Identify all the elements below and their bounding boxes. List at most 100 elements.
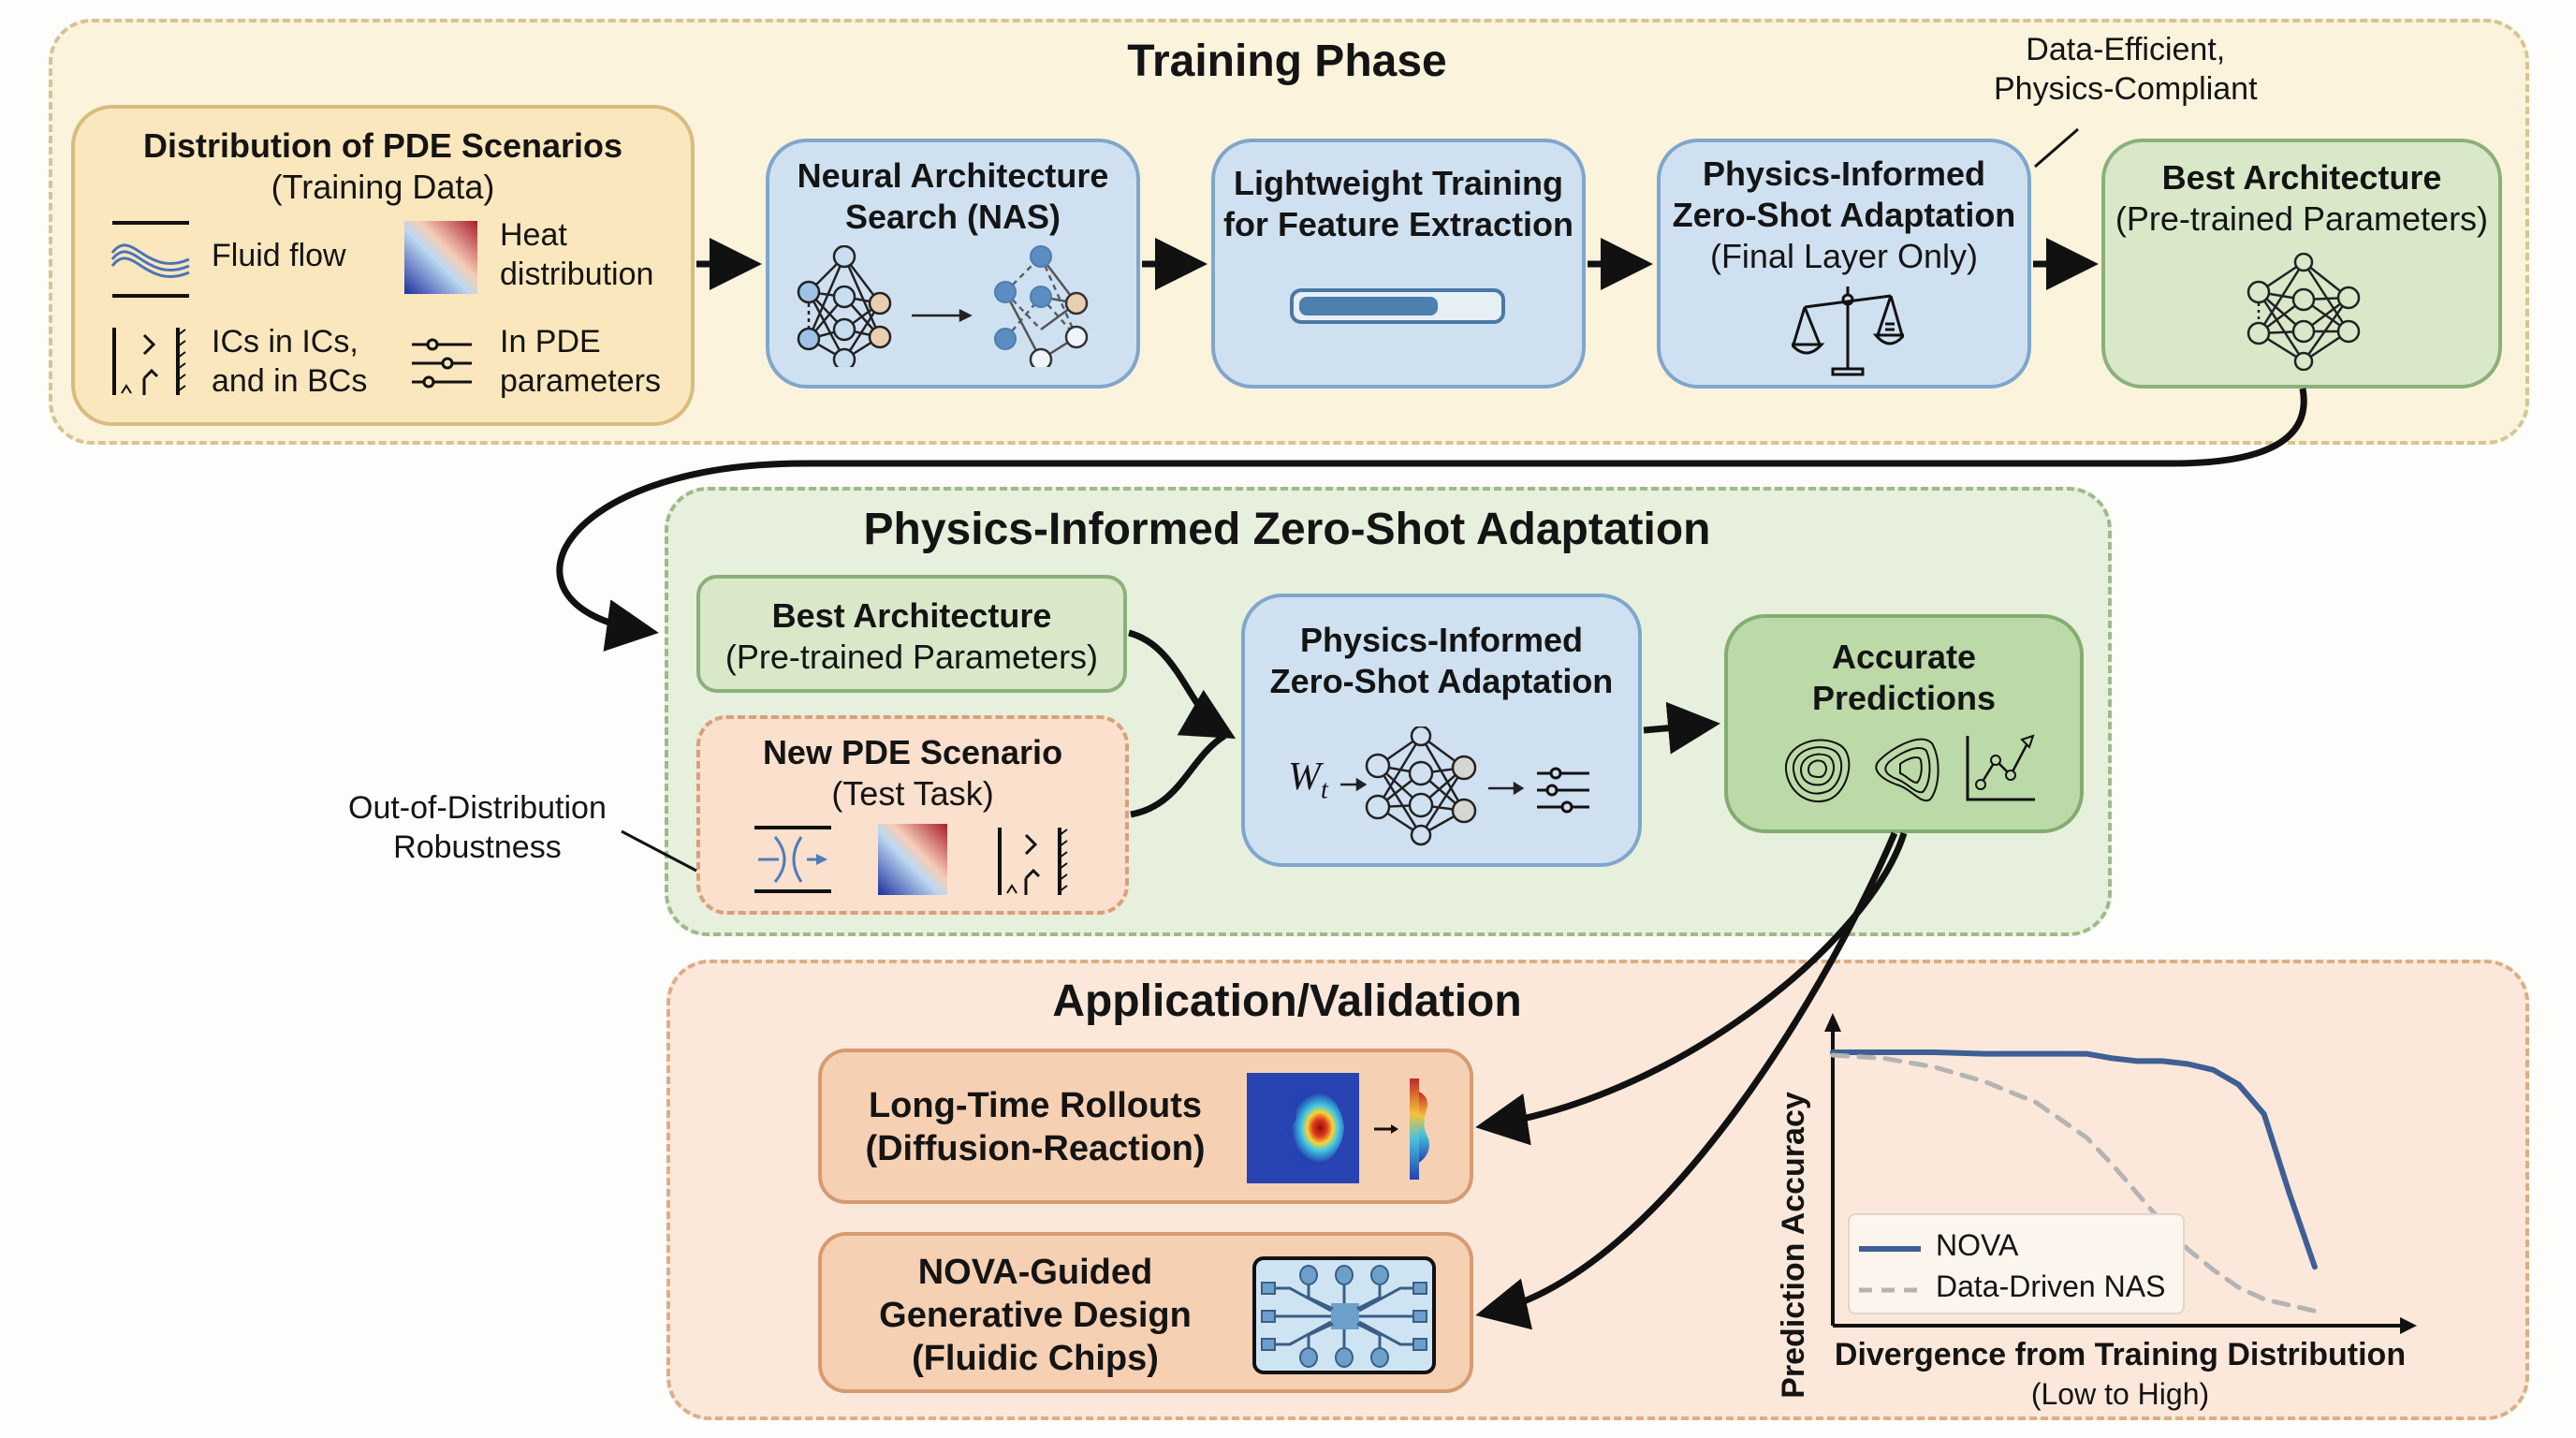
- chart-x-axis-label: Divergence from Training Distribution: [1835, 1337, 2406, 1372]
- physics-informed-adaptation-box[interactable]: Physics-Informed Zero-Shot Adaptation (F…: [1657, 139, 2031, 389]
- legend-label-data-driven-nas: Data-Driven NAS: [1936, 1269, 2166, 1303]
- design-title-line-3: (Fluidic Chips): [912, 1339, 1159, 1378]
- network-pruning-icon: [797, 245, 1089, 367]
- fluid-flow-icon: [110, 221, 190, 298]
- pizsa-title-line-2: Zero-Shot Adaptation: [1672, 196, 2016, 234]
- adaptation-network-icon: [1340, 726, 1589, 846]
- ics-label-line-1: ICs in ICs,: [212, 324, 359, 360]
- annotation-leader-ood: [621, 829, 697, 873]
- legend-swatches: [1859, 1246, 1921, 1293]
- best-arch-subtitle: (Pre-trained Parameters): [2115, 199, 2489, 238]
- light-title-line-1: Lightweight Training: [1234, 164, 1563, 202]
- predictions-title-line-1: Accurate: [1831, 638, 1977, 676]
- lightweight-training-box[interactable]: Lightweight Training for Feature Extract…: [1211, 139, 1586, 389]
- arrow-best-to-core: [1128, 629, 1237, 740]
- contour-icon: [1784, 739, 1851, 802]
- data-efficient-annotation: Data-Efficient, Physics-Compliant: [1994, 30, 2258, 109]
- best-architecture-box-adaptation[interactable]: Best Architecture (Pre-trained Parameter…: [696, 575, 1127, 693]
- adapt-core-title-line-2: Zero-Shot Adaptation: [1269, 662, 1614, 700]
- weight-label: W: [1288, 756, 1321, 799]
- pizsa-title-line-1: Physics-Informed: [1702, 154, 1986, 193]
- ood-robustness-annotation: Out-of-Distribution Robustness: [348, 788, 607, 867]
- predictions-title-line-2: Predictions: [1811, 679, 1997, 717]
- heat-label-line-2: distribution: [500, 257, 654, 292]
- pde-distribution-box[interactable]: Distribution of PDE Scenarios (Training …: [71, 105, 695, 426]
- nas-title-line-2: Search (NAS): [844, 198, 1061, 236]
- adaptation-phase-title: Physics-Informed Zero-Shot Adaptation: [863, 505, 1711, 554]
- chart-y-axis-label: Prediction Accuracy: [1776, 1092, 1811, 1399]
- training-phase-title: Training Phase: [1127, 37, 1447, 86]
- rollout-title-line-2: (Diffusion-Reaction): [865, 1129, 1206, 1168]
- arrow-newpde-to-core: [1130, 733, 1226, 818]
- design-title-line-1: NOVA-Guided: [917, 1253, 1153, 1292]
- progress-bar-fill: [1299, 297, 1438, 315]
- chart-y-axis-arrowhead: [1824, 1013, 1841, 1032]
- best-architecture-box-training[interactable]: Best Architecture (Pre-trained Parameter…: [2101, 139, 2502, 389]
- design-title: NOVA-Guided Generative Design (Fluidic C…: [848, 1251, 1222, 1380]
- annotation-line-1: Data-Efficient,: [2026, 32, 2226, 67]
- new-pde-subtitle: (Test Task): [831, 774, 994, 813]
- new-pde-title: New PDE Scenario: [762, 733, 1063, 771]
- boundary-conditions-icon: [998, 828, 1068, 895]
- nas-box[interactable]: Neural Architecture Search (NAS): [766, 139, 1140, 389]
- fluidic-chip-icon: [1252, 1256, 1436, 1374]
- long-time-rollouts-box[interactable]: Long-Time Rollouts (Diffusion-Reaction): [818, 1049, 1473, 1204]
- pde-distribution-subtitle: (Training Data): [271, 168, 495, 206]
- nas-title-line-1: Neural Architecture: [797, 156, 1109, 195]
- arrow-core-to-predictions: [1643, 701, 1720, 755]
- balance-scale-icon: [1792, 286, 1904, 376]
- arrow-predictions-to-design: [1475, 831, 1898, 1330]
- contour-triangle-icon: [1875, 738, 1939, 802]
- pizsa-subtitle: (Final Layer Only): [1709, 237, 1979, 275]
- ics-bcs-label: ICs in ICs, and in BCs: [212, 322, 367, 401]
- rollout-title: Long-Time Rollouts (Diffusion-Reaction): [848, 1084, 1222, 1170]
- weight-symbol: Wt: [1288, 755, 1328, 805]
- generative-design-box[interactable]: NOVA-Guided Generative Design (Fluidic C…: [818, 1232, 1473, 1393]
- adapt-best-subtitle: (Pre-trained Parameters): [724, 638, 1099, 676]
- chart-line-data-driven-nas: [1830, 1052, 2318, 1313]
- trend-chart-icon: [1966, 734, 2035, 801]
- arrow-training-to-adaptation: [556, 388, 2307, 652]
- chart-x-axis-sublabel: (Low to High): [2031, 1377, 2209, 1411]
- annotation-leader-data-efficient: [2034, 127, 2079, 169]
- application-phase-title: Application/Validation: [1052, 976, 1522, 1026]
- pde-distribution-title: Distribution of PDE Scenarios: [142, 126, 623, 165]
- pde-parameters-label: In PDE parameters: [500, 322, 661, 401]
- adapt-core-title-line-1: Physics-Informed: [1299, 621, 1584, 659]
- ics-label-line-2: and in BCs: [212, 363, 368, 399]
- new-pde-scenario-box[interactable]: New PDE Scenario (Test Task): [696, 715, 1129, 915]
- sliders-icon: [412, 338, 472, 389]
- ood-accuracy-chart: Prediction Accuracy Divergence from Trai…: [1776, 1013, 2417, 1411]
- heat-distribution-label: Heat distribution: [500, 215, 653, 294]
- weight-subscript: t: [1321, 775, 1328, 805]
- design-title-line-2: Generative Design: [879, 1296, 1192, 1335]
- chart-series: [1830, 1049, 2318, 1313]
- legend-label-nova: NOVA: [1936, 1228, 2019, 1262]
- heat-label-line-1: Heat: [500, 217, 567, 253]
- heat-map-icon: [878, 824, 947, 895]
- annotation-line-2: Physics-Compliant: [1994, 71, 2258, 107]
- adapt-best-title: Best Architecture: [771, 596, 1052, 635]
- flow-contraction-icon: [754, 826, 831, 893]
- ood-line-1: Out-of-Distribution: [348, 790, 607, 826]
- chart-legend: NOVA Data-Driven NAS: [1848, 1213, 2185, 1314]
- progress-bar-icon: [1290, 288, 1505, 324]
- heat-map-icon: [404, 221, 477, 294]
- boundary-conditions-icon: [112, 328, 186, 395]
- best-arch-title: Best Architecture: [2161, 158, 2442, 197]
- arrow-predictions-to-rollouts: [1475, 831, 1908, 1146]
- ood-line-2: Robustness: [393, 829, 562, 865]
- params-label-line-2: parameters: [500, 363, 661, 399]
- diffusion-field-icon: [1247, 1073, 1429, 1183]
- chart-line-nova: [1830, 1049, 2318, 1270]
- neural-network-icon: [2247, 253, 2361, 371]
- light-title-line-2: for Feature Extraction: [1222, 205, 1574, 243]
- params-label-line-1: In PDE: [500, 324, 601, 360]
- rollout-title-line-1: Long-Time Rollouts: [868, 1086, 1203, 1125]
- fluid-flow-label: Fluid flow: [212, 238, 346, 273]
- accurate-predictions-box[interactable]: Accurate Predictions: [1724, 614, 2084, 833]
- chart-axes: [1824, 1013, 2417, 1334]
- prediction-icons: [1784, 734, 2035, 802]
- adaptation-core-box[interactable]: Physics-Informed Zero-Shot Adaptation Wt: [1241, 594, 1642, 867]
